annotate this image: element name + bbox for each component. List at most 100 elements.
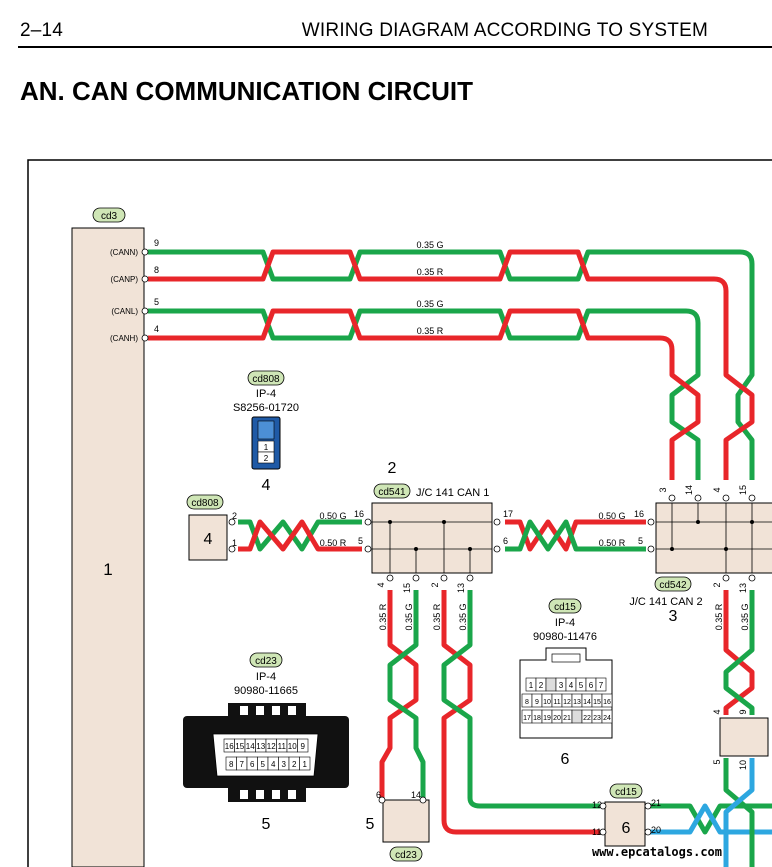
- pin-cell-label: 16: [225, 742, 234, 751]
- pin-cell-label: 6: [250, 760, 255, 769]
- wire-v5: [723, 590, 755, 715]
- pin-cell-label: 5: [261, 760, 266, 769]
- part-number: 90980-11665: [234, 685, 298, 697]
- pin-number: 2: [430, 582, 440, 587]
- pin-number: 8: [154, 265, 159, 275]
- wire-label: 0.50 G: [319, 511, 346, 521]
- pin-terminal: [228, 545, 236, 553]
- pin-cell: [297, 738, 309, 753]
- wire-c6-b: [648, 803, 772, 835]
- component-2: 2 cd541 J/C 141 CAN 1 16 5 17 6 4 15 2 1: [354, 460, 513, 593]
- pin-number: 6: [503, 536, 508, 546]
- pin-number: 11: [592, 827, 601, 837]
- junction-name: J/C 141 CAN 1: [416, 487, 489, 499]
- pin-cell: [601, 709, 613, 724]
- connector-cell: [257, 451, 275, 464]
- wire-v6: [723, 590, 755, 715]
- wire-v2: [387, 590, 426, 800]
- pin-cell-label: 15: [235, 742, 244, 751]
- pin-number: 3: [658, 487, 668, 492]
- wire-layer: [148, 249, 772, 867]
- wire-label: 0.35 G: [458, 603, 468, 630]
- pin-cell-label: 22: [583, 715, 591, 722]
- pin-number: 13: [456, 583, 466, 593]
- pin-name: (CANN): [110, 248, 138, 257]
- component-6: cd15 6 12 11 21 20: [592, 783, 661, 847]
- pin-cell-label: 2: [539, 681, 544, 690]
- pin-number: 1: [232, 538, 237, 548]
- pin-name: (CANL): [111, 307, 138, 316]
- pin-name: (CANH): [110, 334, 138, 343]
- connector-tag: [389, 846, 423, 862]
- pin-number: 6: [376, 790, 381, 800]
- connector-tag: [249, 652, 283, 668]
- pin-cell-label: 11: [278, 742, 287, 751]
- pin-cell-label: 1: [529, 681, 534, 690]
- pin-name: (CANP): [110, 275, 138, 284]
- pin-number: 9: [738, 709, 748, 714]
- pin-cell-label: 20: [553, 715, 561, 722]
- pin-number: 5: [712, 759, 722, 764]
- pin-number: 2: [712, 582, 722, 587]
- pin-number: 21: [651, 798, 661, 808]
- pin-number: 20: [651, 825, 661, 835]
- pin-cell-label: 23: [593, 715, 601, 722]
- pin-cell-label: 13: [573, 699, 581, 706]
- component-body: [719, 717, 769, 757]
- diagram-frame: [27, 159, 772, 867]
- pin-cell-label: 14: [246, 742, 255, 751]
- part-number: 90980-11476: [533, 631, 597, 643]
- pin-terminal: [141, 248, 149, 256]
- section-title: AN. CAN COMMUNICATION CIRCUIT: [20, 76, 474, 106]
- pin-number: 5: [154, 297, 159, 307]
- connector-tag-text: cd808: [191, 498, 219, 509]
- pin-cell-label: 7: [240, 760, 245, 769]
- pin-cell-label: 4: [569, 681, 574, 690]
- pin-cell-label: 14: [583, 699, 591, 706]
- pin-cell: [299, 756, 311, 771]
- connector-tag: [186, 494, 224, 510]
- junction-name: J/C 141 CAN 2: [629, 596, 702, 608]
- wire-label: 0.50 R: [320, 538, 347, 548]
- header-rule: [18, 46, 772, 48]
- wire-label: 0.50 R: [599, 538, 626, 548]
- pin-cell-label: 4: [271, 760, 276, 769]
- location-code: IP-4: [555, 617, 575, 629]
- component-1: cd3 1 (CANN) (CANP) (CANL) (CANH) 9 8 5 …: [71, 207, 159, 867]
- wire-jc-r: [505, 519, 646, 552]
- pin-cell-label: 17: [523, 715, 531, 722]
- pin-number: 15: [402, 583, 412, 593]
- connector-tag: [92, 207, 126, 223]
- connector-tag-text: cd808: [252, 374, 280, 385]
- component-right-connector: 4 9 5 10: [712, 709, 769, 770]
- wire-canh: [148, 308, 701, 480]
- pin-cell: [545, 677, 557, 692]
- pin-cell-label: 1: [303, 760, 308, 769]
- component-number: 6: [561, 751, 570, 768]
- junction-body: [655, 502, 772, 574]
- wire-label: 0.35 G: [740, 603, 750, 630]
- pin-terminal: [141, 307, 149, 315]
- wire-v3: [441, 590, 600, 835]
- connector-tag-text: cd542: [659, 580, 687, 591]
- pin-number: 10: [738, 760, 748, 770]
- component-number: 5: [262, 816, 271, 833]
- component-number: 5: [366, 816, 375, 833]
- pin-cell-label: 21: [563, 715, 571, 722]
- wire-808-g: [238, 519, 362, 552]
- pin-terminal: [141, 334, 149, 342]
- pin-cell-label: 11: [553, 699, 560, 706]
- component-body: [604, 801, 646, 847]
- pin-number: 4: [712, 709, 722, 714]
- pin-cell: [601, 693, 613, 708]
- component-number: 2: [388, 460, 397, 477]
- pin-number: 15: [738, 485, 748, 495]
- pin-cell-label: 10: [288, 742, 297, 751]
- connector-tag: [247, 370, 285, 386]
- part-number: S8256-01720: [233, 402, 299, 414]
- wire-v4: [441, 590, 600, 809]
- page-number: 2–14: [20, 20, 64, 41]
- wire-label: 0.35 R: [417, 267, 444, 277]
- connector-tag-text: cd541: [378, 487, 406, 498]
